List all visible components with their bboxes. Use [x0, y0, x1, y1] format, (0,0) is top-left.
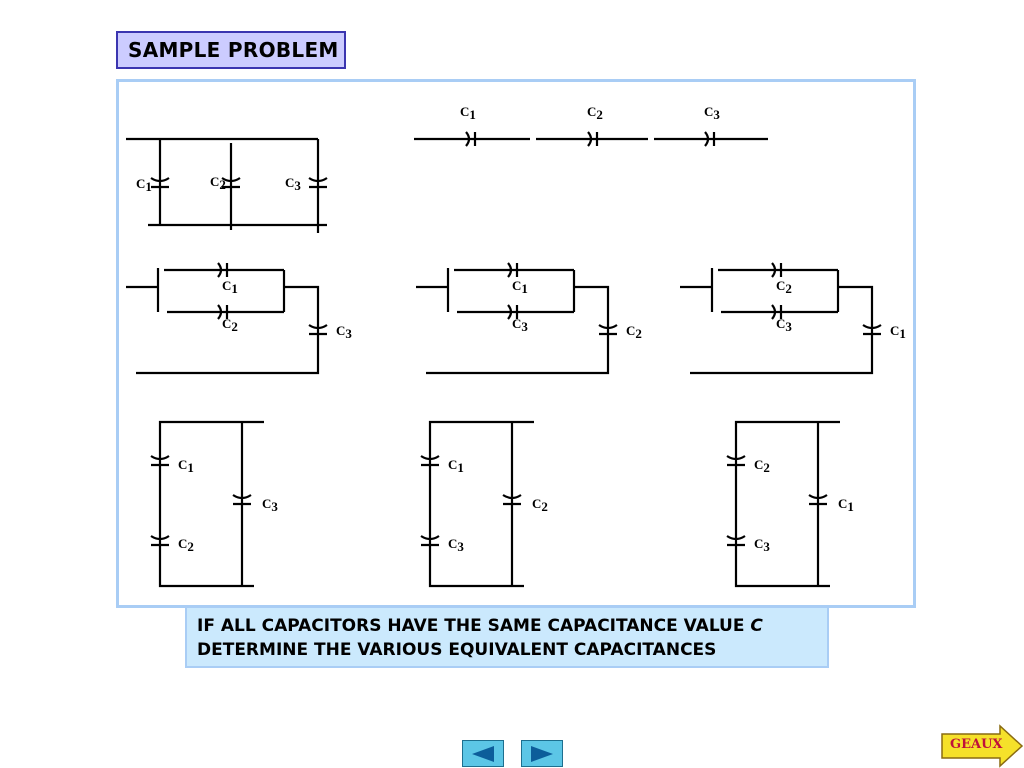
triangle-left-icon — [472, 745, 494, 762]
arrow-right-icon — [941, 724, 1024, 768]
geaux-button[interactable]: GEAUX — [940, 724, 1024, 768]
next-slide-button[interactable] — [521, 740, 563, 767]
diagram-frame — [116, 79, 916, 608]
problem-line-2: DETERMINE THE VARIOUS EQUIVALENT CAPACIT… — [197, 640, 717, 660]
page-title-text: SAMPLE PROBLEM — [128, 38, 339, 62]
page-title: SAMPLE PROBLEM — [116, 31, 346, 69]
previous-slide-button[interactable] — [462, 740, 504, 767]
capacitance-variable: C — [750, 616, 763, 636]
geaux-label: GEAUX — [950, 737, 1003, 752]
problem-line-1: IF ALL CAPACITORS HAVE THE SAME CAPACITA… — [197, 616, 763, 636]
triangle-right-icon — [531, 745, 553, 762]
problem-statement: IF ALL CAPACITORS HAVE THE SAME CAPACITA… — [185, 606, 829, 668]
